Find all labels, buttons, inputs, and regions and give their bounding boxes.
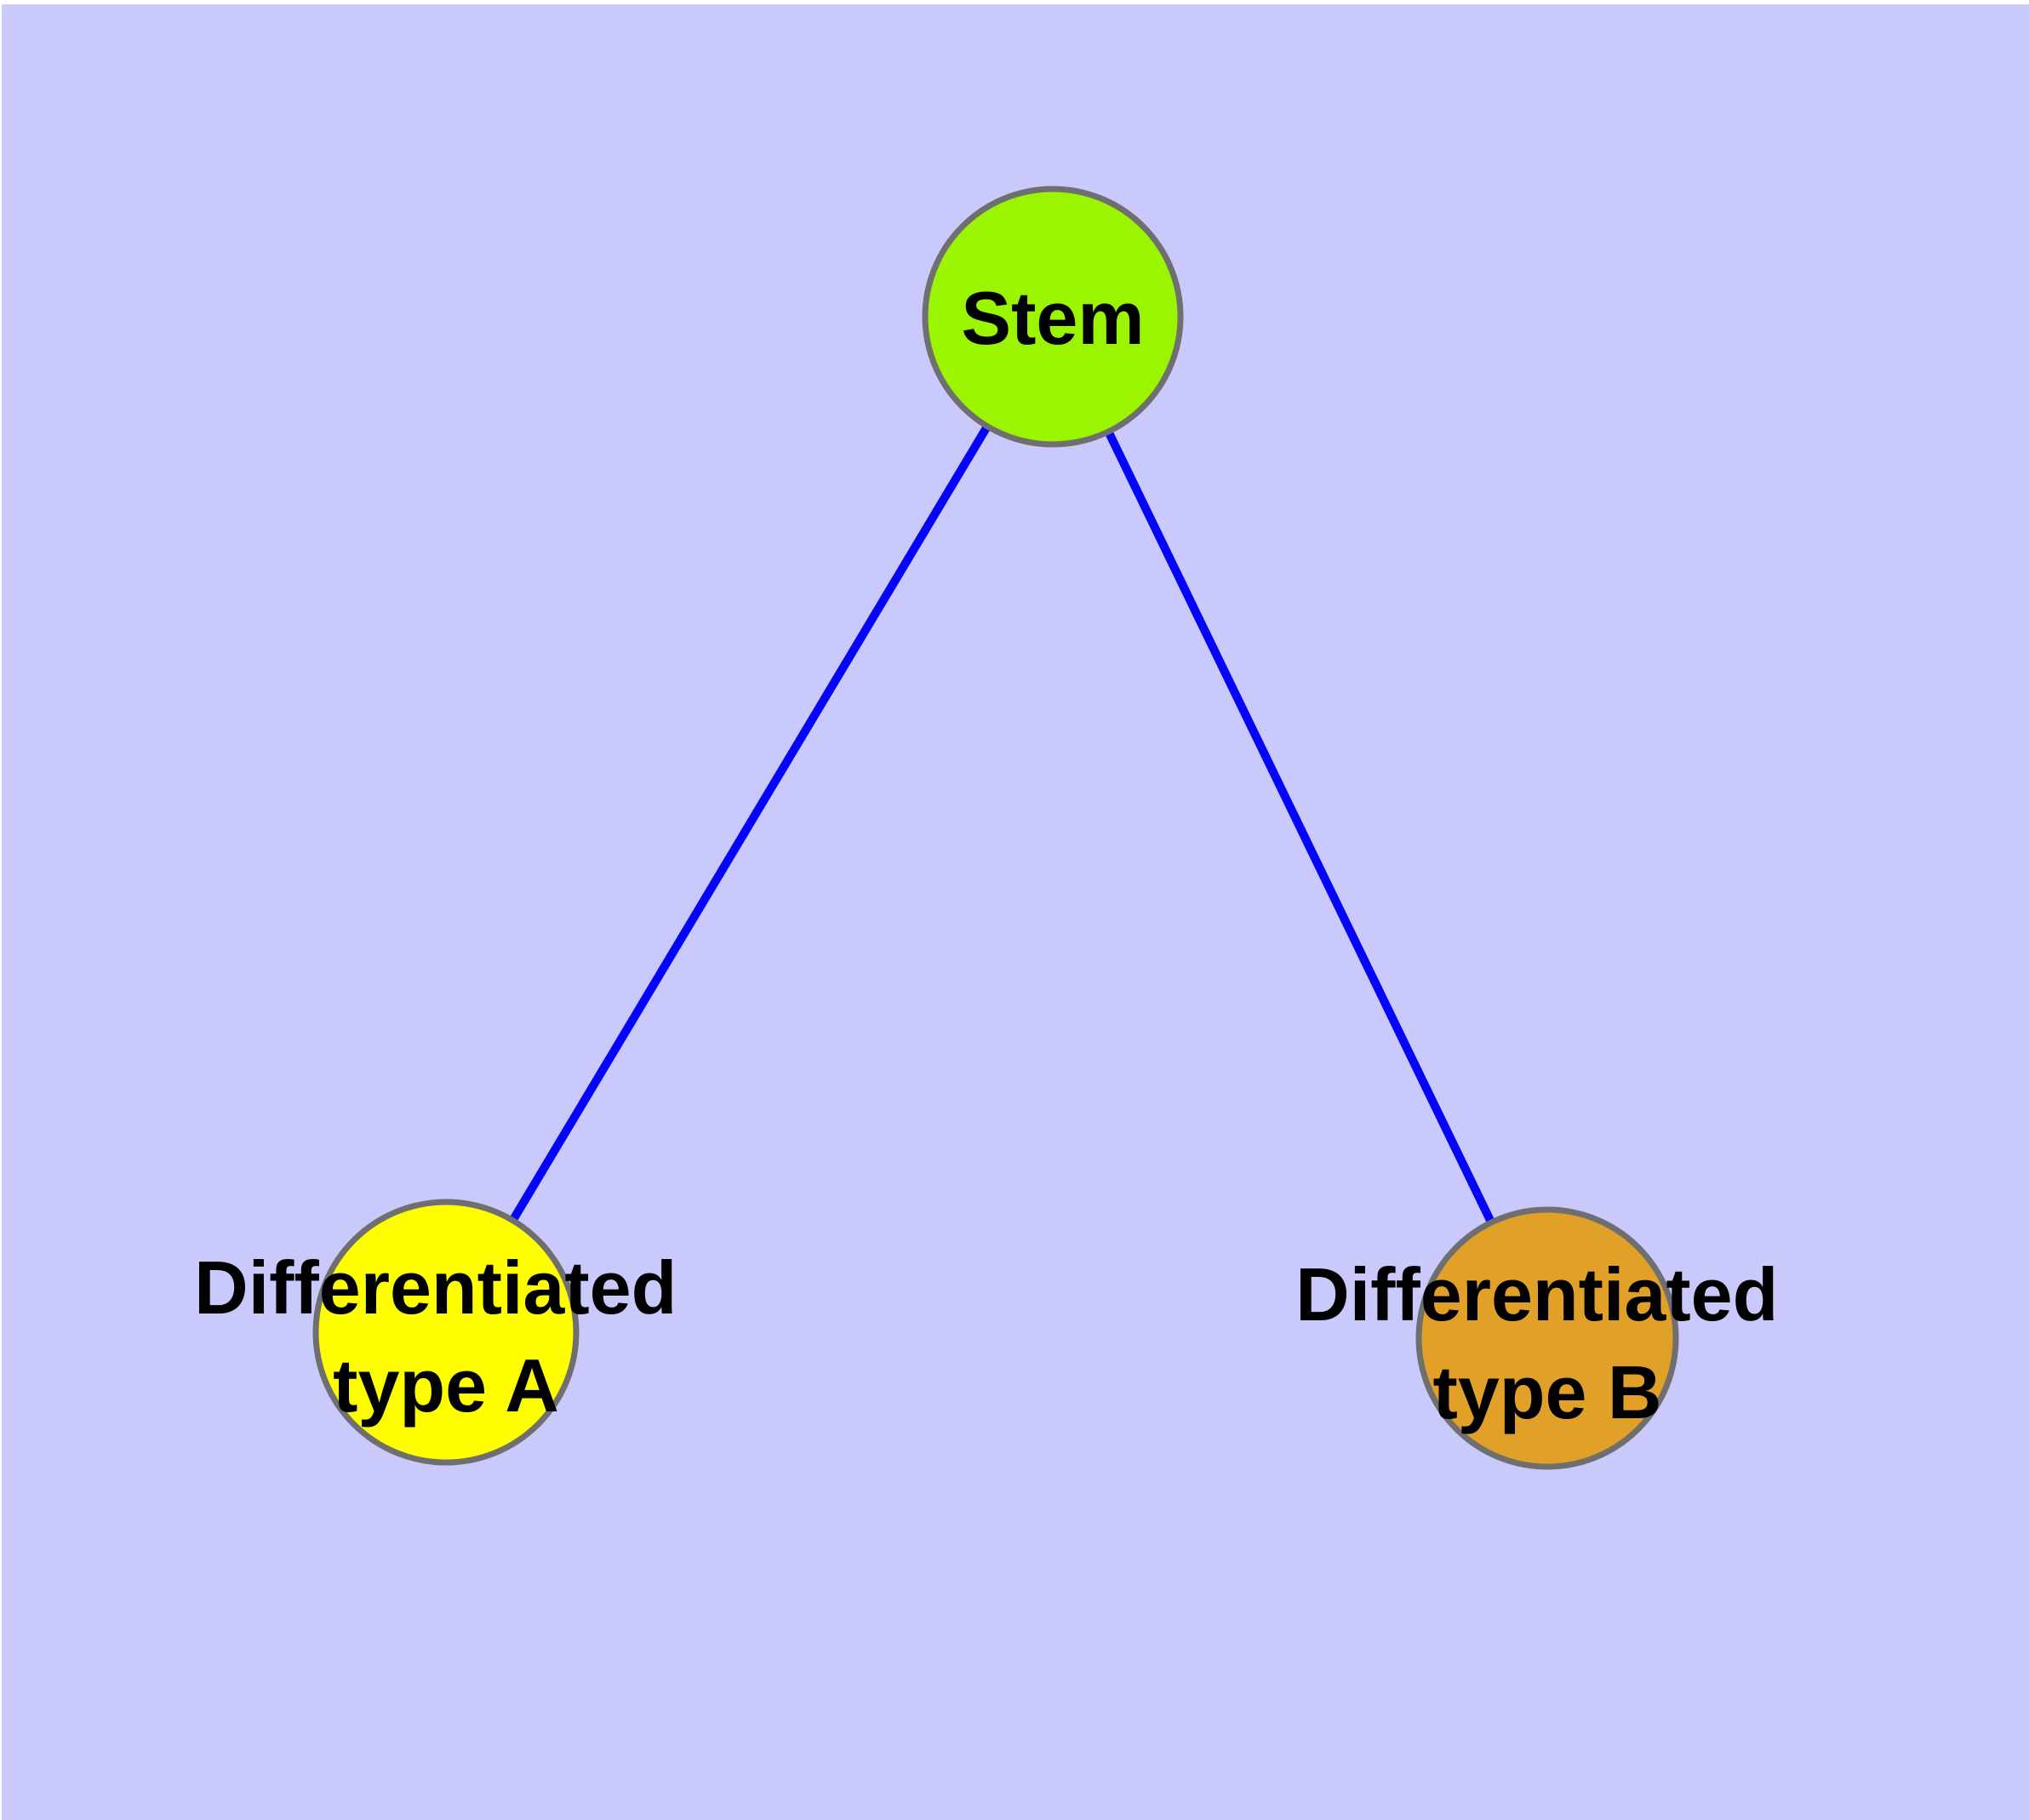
node-type-a-circle — [312, 1199, 580, 1466]
node-type-b-label: Differentiated type B — [1295, 1252, 1799, 1434]
node-type-b-label-line1: Differentiated — [1295, 1252, 1778, 1336]
node-stem-circle — [922, 186, 1184, 448]
node-stem: Stem — [922, 186, 1184, 448]
node-differentiated-type-b: Differentiated type B — [1295, 1206, 1799, 1470]
node-type-a-label: Differentiated type A — [194, 1245, 698, 1428]
node-type-b-label-line2: type B — [1433, 1350, 1662, 1434]
edge-stem-to-type-a — [442, 314, 1057, 1335]
node-differentiated-type-a: Differentiated type A — [194, 1199, 698, 1466]
node-type-a-label-line1: Differentiated — [194, 1245, 677, 1330]
node-stem-label: Stem — [961, 276, 1144, 360]
edge-stem-to-type-b — [1049, 314, 1552, 1341]
node-type-b-circle — [1415, 1206, 1679, 1470]
node-type-a-label-line2: type A — [333, 1343, 559, 1428]
edge-group — [442, 314, 1552, 1341]
